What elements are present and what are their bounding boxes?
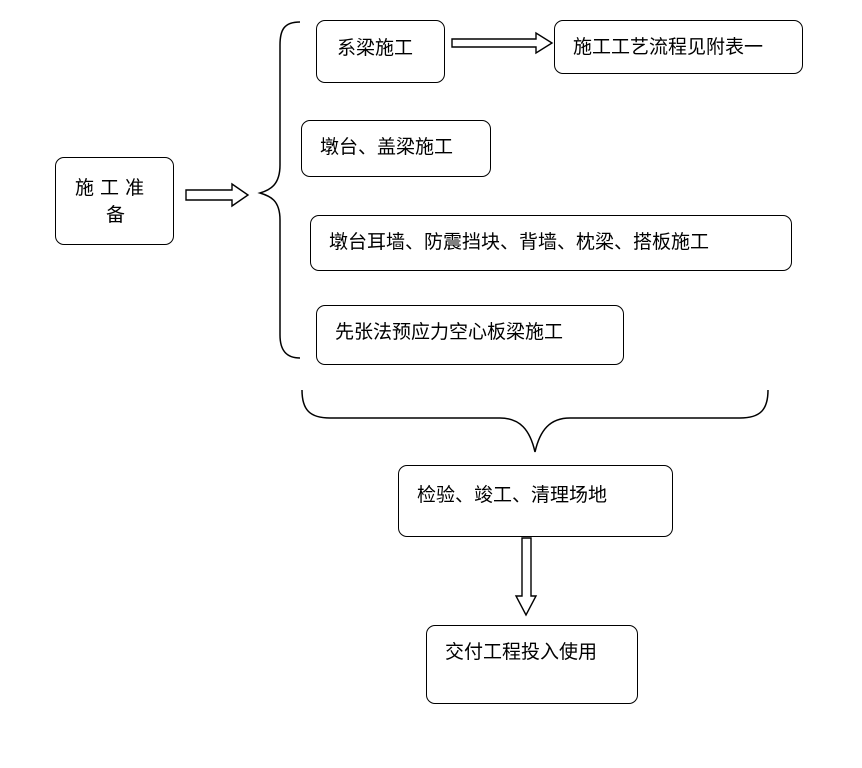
node-tieliang: 系梁施工 bbox=[316, 20, 445, 83]
node-ear-wall: 墩台耳墙、防震挡块、背墙、枕梁、搭板施工 bbox=[310, 215, 792, 271]
node-ear-wall-label: 墩台耳墙、防震挡块、背墙、枕梁、搭板施工 bbox=[329, 231, 710, 253]
node-tieliang-label: 系梁施工 bbox=[337, 37, 414, 59]
node-dun-tai: 墩台、盖梁施工 bbox=[301, 120, 491, 177]
node-handover: 交付工程投入使用 bbox=[426, 625, 638, 704]
node-flow-ref: 施工工艺流程见附表一 bbox=[554, 20, 803, 74]
node-handover-label: 交付工程投入使用 bbox=[445, 641, 598, 663]
node-pretension-label: 先张法预应力空心板梁施工 bbox=[335, 321, 564, 343]
node-pretension: 先张法预应力空心板梁施工 bbox=[316, 305, 624, 365]
node-prep-line1: 施 工 准 bbox=[75, 177, 145, 199]
node-inspection: 检验、竣工、清理场地 bbox=[398, 465, 673, 537]
arrow-tieliang-to-flow bbox=[451, 31, 554, 55]
left-brace bbox=[257, 21, 301, 359]
bottom-brace bbox=[301, 389, 769, 453]
arrow-inspection-to-handover bbox=[514, 537, 538, 617]
arrow-prep-to-bracket bbox=[185, 182, 250, 208]
node-flow-ref-label: 施工工艺流程见附表一 bbox=[573, 36, 764, 58]
node-inspection-label: 检验、竣工、清理场地 bbox=[417, 484, 608, 506]
node-dun-tai-label: 墩台、盖梁施工 bbox=[320, 136, 454, 158]
node-prep: 施 工 准 备 bbox=[55, 157, 174, 245]
node-prep-line2: 备 bbox=[106, 204, 126, 226]
